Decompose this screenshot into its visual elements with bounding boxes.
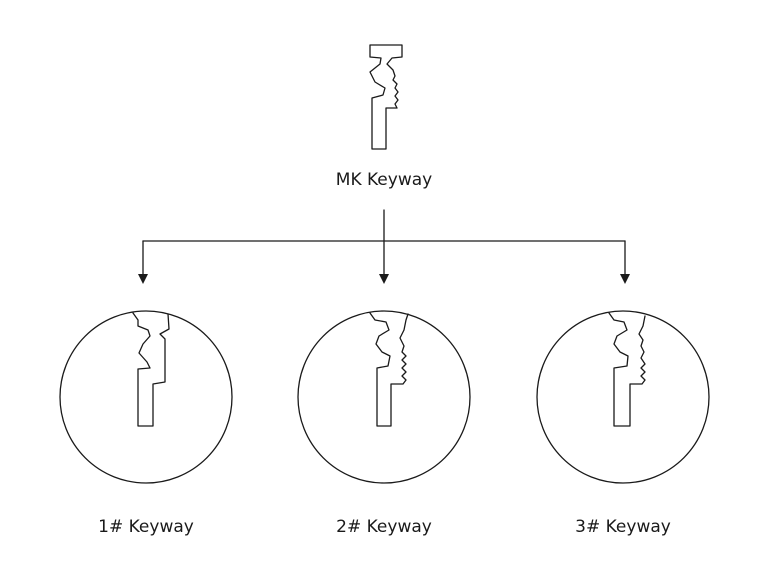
keyway-3-cylinder [536, 310, 710, 484]
mk-keyway-label: MK Keyway [336, 170, 432, 190]
arrow-head-2 [379, 274, 389, 284]
arrow-head-1 [138, 274, 148, 284]
hierarchy-connectors [138, 209, 630, 284]
cylinder-plug-circle [59, 310, 233, 484]
mk-keyway-profile [369, 44, 403, 150]
keyway-1-label: 1# Keyway [98, 517, 194, 537]
cylinder-plug-circle [536, 310, 710, 484]
keyway-3-label: 3# Keyway [575, 517, 671, 537]
keyway-1-cylinder [59, 310, 233, 484]
cylinder-plug-circle [297, 310, 471, 484]
keyway-2-cylinder [297, 310, 471, 484]
arrow-head-3 [620, 274, 630, 284]
keyway-2-label: 2# Keyway [336, 517, 432, 537]
